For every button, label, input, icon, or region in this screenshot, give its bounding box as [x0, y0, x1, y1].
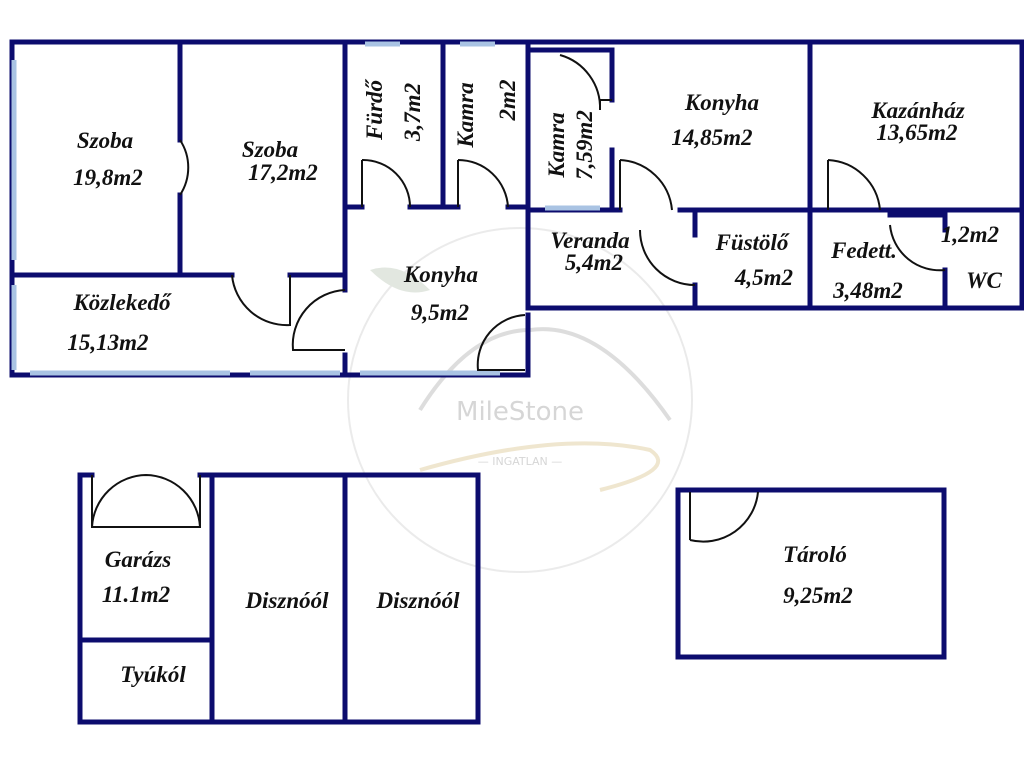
watermark-logo: MileStone — INGATLAN —: [347, 227, 693, 573]
room-area: 11.1m2: [102, 582, 170, 607]
room-garazs: Garázs 11.1m2: [102, 547, 171, 607]
room-furdo: Fürdő 3,7m2: [362, 78, 425, 142]
room-konyha-2: Konyha 9,5m2: [403, 262, 478, 325]
room-szoba-2: Szoba 17,2m2: [242, 137, 318, 185]
room-area: 13,65m2: [876, 120, 957, 145]
room-name: Kamra: [453, 82, 478, 148]
watermark-subtitle: — INGATLAN —: [478, 455, 563, 468]
room-name: Disznóól: [244, 588, 329, 613]
room-name: Fürdő: [362, 78, 387, 141]
room-area: 19,8m2: [73, 165, 143, 190]
room-area: 9,5m2: [411, 300, 469, 325]
room-name: Veranda: [550, 228, 629, 253]
room-name: Tároló: [783, 542, 847, 567]
walls-outbuilding: [77, 472, 947, 725]
room-name: Konyha: [684, 90, 759, 115]
room-name: Fedett.: [830, 238, 897, 263]
room-kozlekedo: Közlekedő 15,13m2: [67, 290, 172, 355]
room-name: Füstölő: [715, 230, 790, 255]
room-area: 14,85m2: [671, 125, 752, 150]
room-area: 5,4m2: [565, 250, 623, 275]
room-area: 17,2m2: [248, 160, 318, 185]
room-kazanhaz: Kazánház 13,65m2: [870, 98, 964, 145]
room-szoba-1: Szoba 19,8m2: [73, 128, 143, 190]
room-name: Disznóól: [375, 588, 460, 613]
room-wc: 1,2m2 WC: [941, 222, 1003, 293]
watermark-brand: MileStone: [456, 397, 584, 427]
doors-main: [179, 54, 946, 371]
room-area: 7,59m2: [572, 110, 597, 180]
room-area: 3,7m2: [400, 83, 425, 142]
room-kamra-1: Kamra 2m2: [453, 80, 520, 149]
room-area: 2m2: [495, 80, 520, 122]
room-fedett: Fedett. 3,48m2: [830, 238, 903, 303]
room-name: Kamra: [544, 112, 569, 178]
room-name: WC: [966, 268, 1002, 293]
room-name: Tyúkól: [120, 662, 186, 687]
room-area: 4,5m2: [734, 265, 793, 290]
room-area: 3,48m2: [832, 278, 903, 303]
room-name: Konyha: [403, 262, 478, 287]
walls-main: [9, 39, 1024, 378]
room-veranda: Veranda 5,4m2: [550, 228, 629, 275]
room-area: 1,2m2: [941, 222, 999, 247]
room-name: Közlekedő: [72, 290, 172, 315]
room-name: Szoba: [77, 128, 133, 153]
room-tarolo: Tároló 9,25m2: [783, 542, 853, 608]
room-fustolo: Füstölő 4,5m2: [715, 230, 794, 290]
room-konyha-1: Konyha 14,85m2: [671, 90, 759, 150]
room-name: Kazánház: [870, 98, 964, 123]
room-area: 15,13m2: [67, 330, 148, 355]
room-area: 9,25m2: [783, 583, 853, 608]
room-name: Garázs: [105, 547, 172, 572]
room-name: Szoba: [242, 137, 298, 162]
room-disznool-1: Disznóól: [244, 588, 329, 613]
room-tyukol: Tyúkól: [120, 662, 186, 687]
room-kamra-2: Kamra 7,59m2: [544, 110, 597, 180]
room-disznool-2: Disznóól: [375, 588, 460, 613]
